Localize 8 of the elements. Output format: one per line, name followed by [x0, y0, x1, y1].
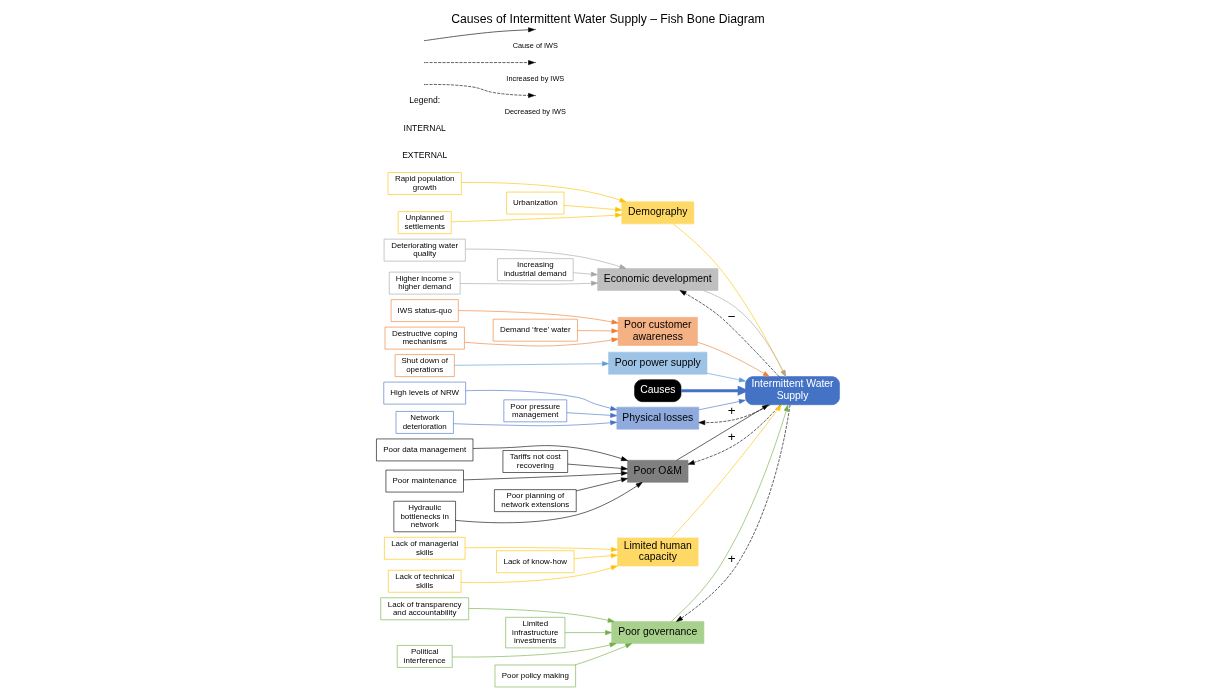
edge-label: + [727, 550, 736, 566]
label: INTERNAL [403, 122, 446, 133]
diagram-title: Causes of Intermittent Water Supply – Fish Bone Diagram [450, 12, 765, 27]
label: EXTERNAL [401, 150, 447, 161]
label: Legend: [408, 95, 440, 106]
edge-label: + [727, 428, 736, 444]
edge-label: − [727, 308, 736, 324]
edge-label: + [727, 403, 736, 419]
